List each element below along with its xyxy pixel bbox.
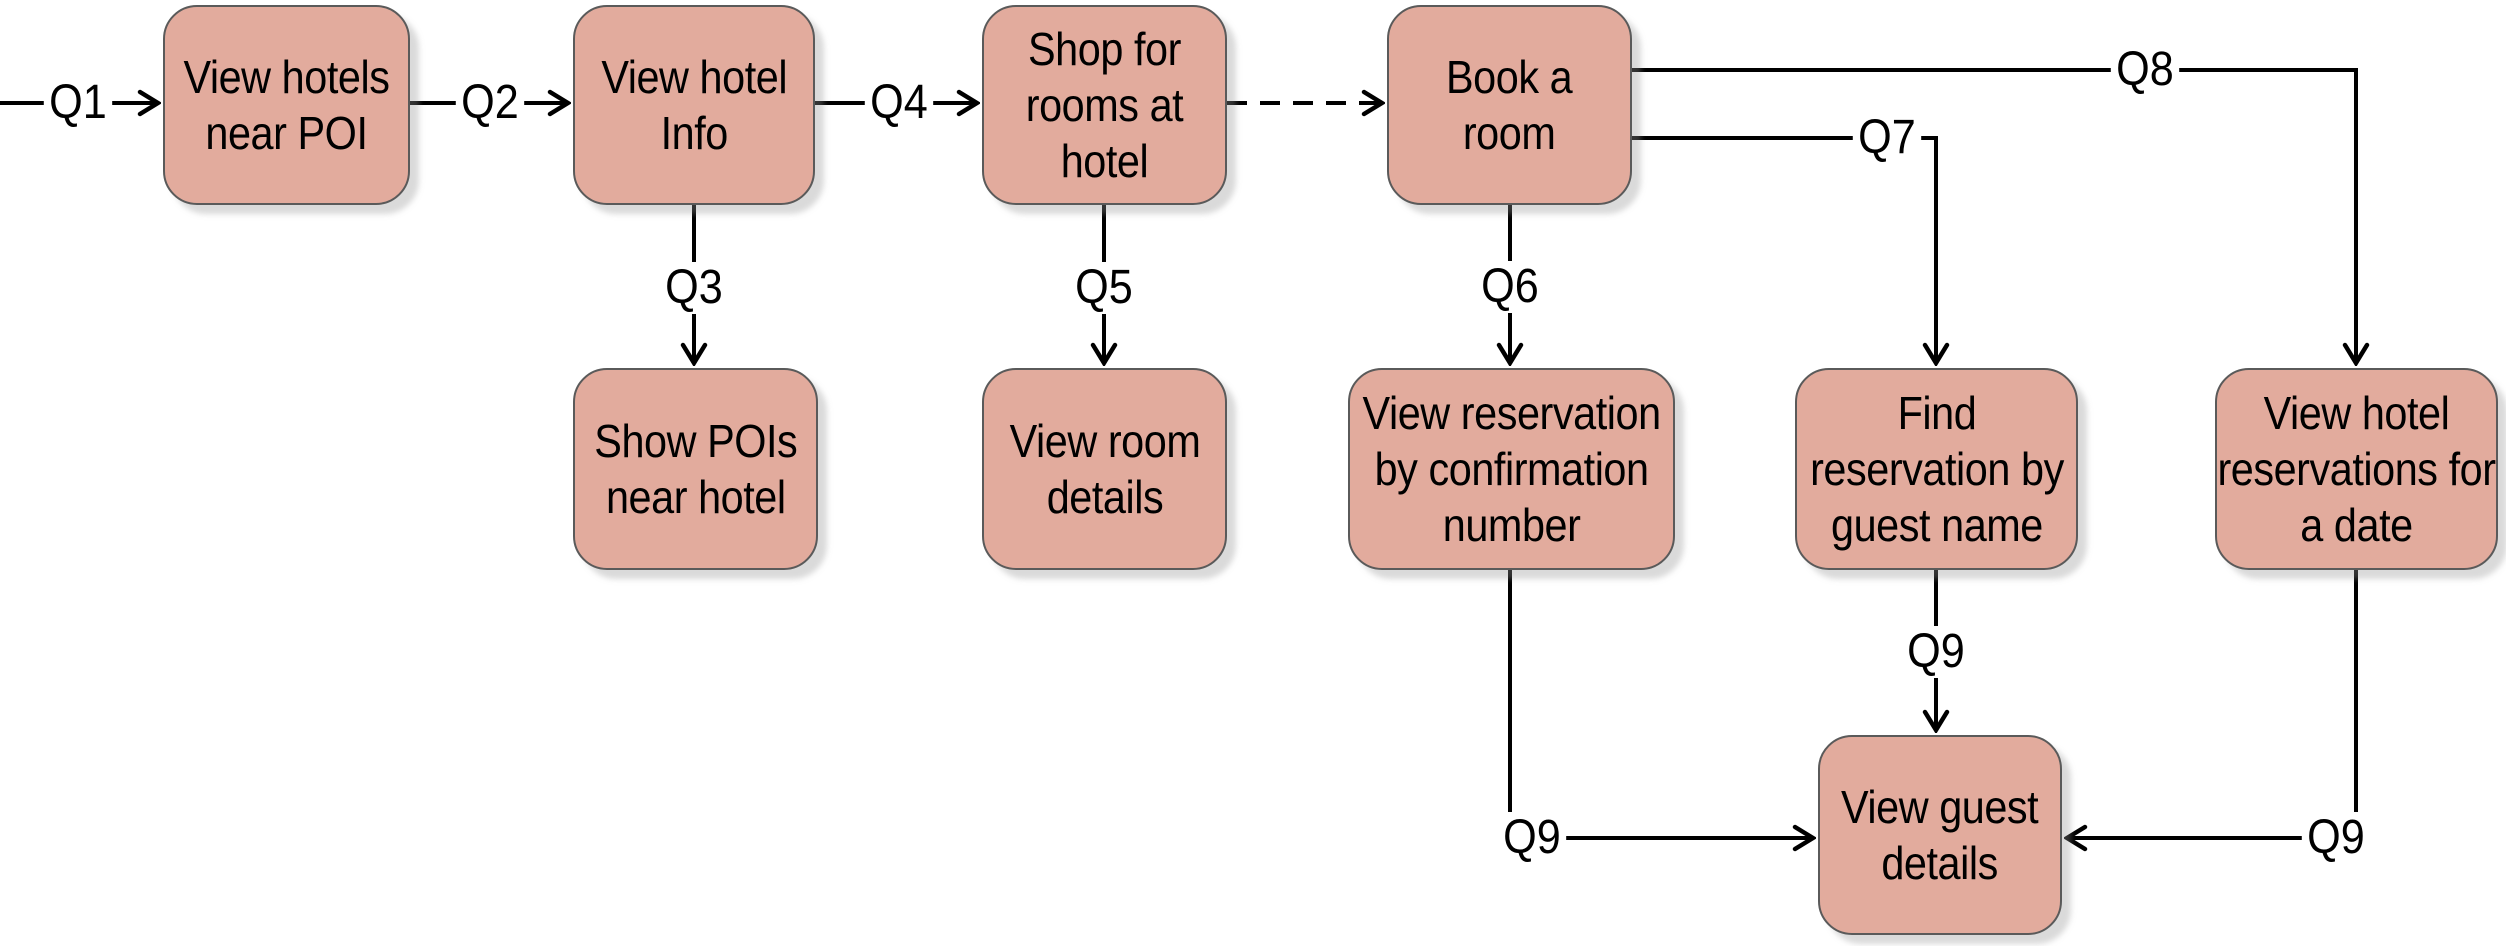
- edge-label-q9-confirmation: Q9: [1497, 812, 1567, 864]
- edge-label-q7: Q7: [1852, 112, 1922, 164]
- node-find-reservation-by-guest-name: Find reservation by guest name: [1795, 368, 2078, 570]
- edge-label-q4: Q4: [864, 77, 934, 129]
- edge-q8-line: [1632, 68, 2356, 363]
- node-shop-for-rooms-at-hotel: Shop for rooms at hotel: [982, 5, 1227, 205]
- node-show-pois-near-hotel: Show POIs near hotel: [573, 368, 818, 570]
- edge-label-q1: Q1: [43, 77, 113, 129]
- edge-label-q8: Q8: [2110, 44, 2180, 96]
- node-view-hotel-reservations-for-a-date: View hotel reservations for a date: [2215, 368, 2498, 570]
- node-label: View guest details: [1841, 781, 2039, 889]
- node-label: View hotels near POI: [183, 51, 390, 159]
- edge-label-q2: Q2: [455, 77, 525, 129]
- node-view-room-details: View room details: [982, 368, 1227, 570]
- node-label: Shop for rooms at hotel: [1025, 23, 1184, 187]
- edge-q9-confirmation-line: [1508, 570, 1813, 838]
- node-view-guest-details: View guest details: [1818, 735, 2062, 935]
- node-label: Find reservation by guest name: [1809, 387, 2064, 551]
- edge-q9-date-line: [2067, 570, 2358, 838]
- edge-label-q9-guest-name: Q9: [1901, 626, 1971, 678]
- node-label: Show POIs near hotel: [593, 415, 798, 523]
- node-label: View hotel Info: [601, 51, 787, 159]
- edge-label-q9-date: Q9: [2301, 812, 2371, 864]
- edge-label-q3: Q3: [659, 262, 729, 314]
- edge-q7-line: [1632, 136, 1936, 363]
- node-view-reservation-by-confirmation-number: View reservation by confirmation number: [1348, 368, 1675, 570]
- edge-label-q5: Q5: [1069, 262, 1139, 314]
- node-book-a-room: Book a room: [1387, 5, 1632, 205]
- node-view-hotel-info: View hotel Info: [573, 5, 815, 205]
- edge-label-q6: Q6: [1475, 261, 1545, 313]
- node-label: View hotel reservations for a date: [2217, 387, 2496, 551]
- node-label: View room details: [1009, 415, 1200, 523]
- node-label: Book a room: [1446, 51, 1573, 159]
- node-label: View reservation by confirmation number: [1362, 387, 1661, 551]
- node-view-hotels-near-poi: View hotels near POI: [163, 5, 410, 205]
